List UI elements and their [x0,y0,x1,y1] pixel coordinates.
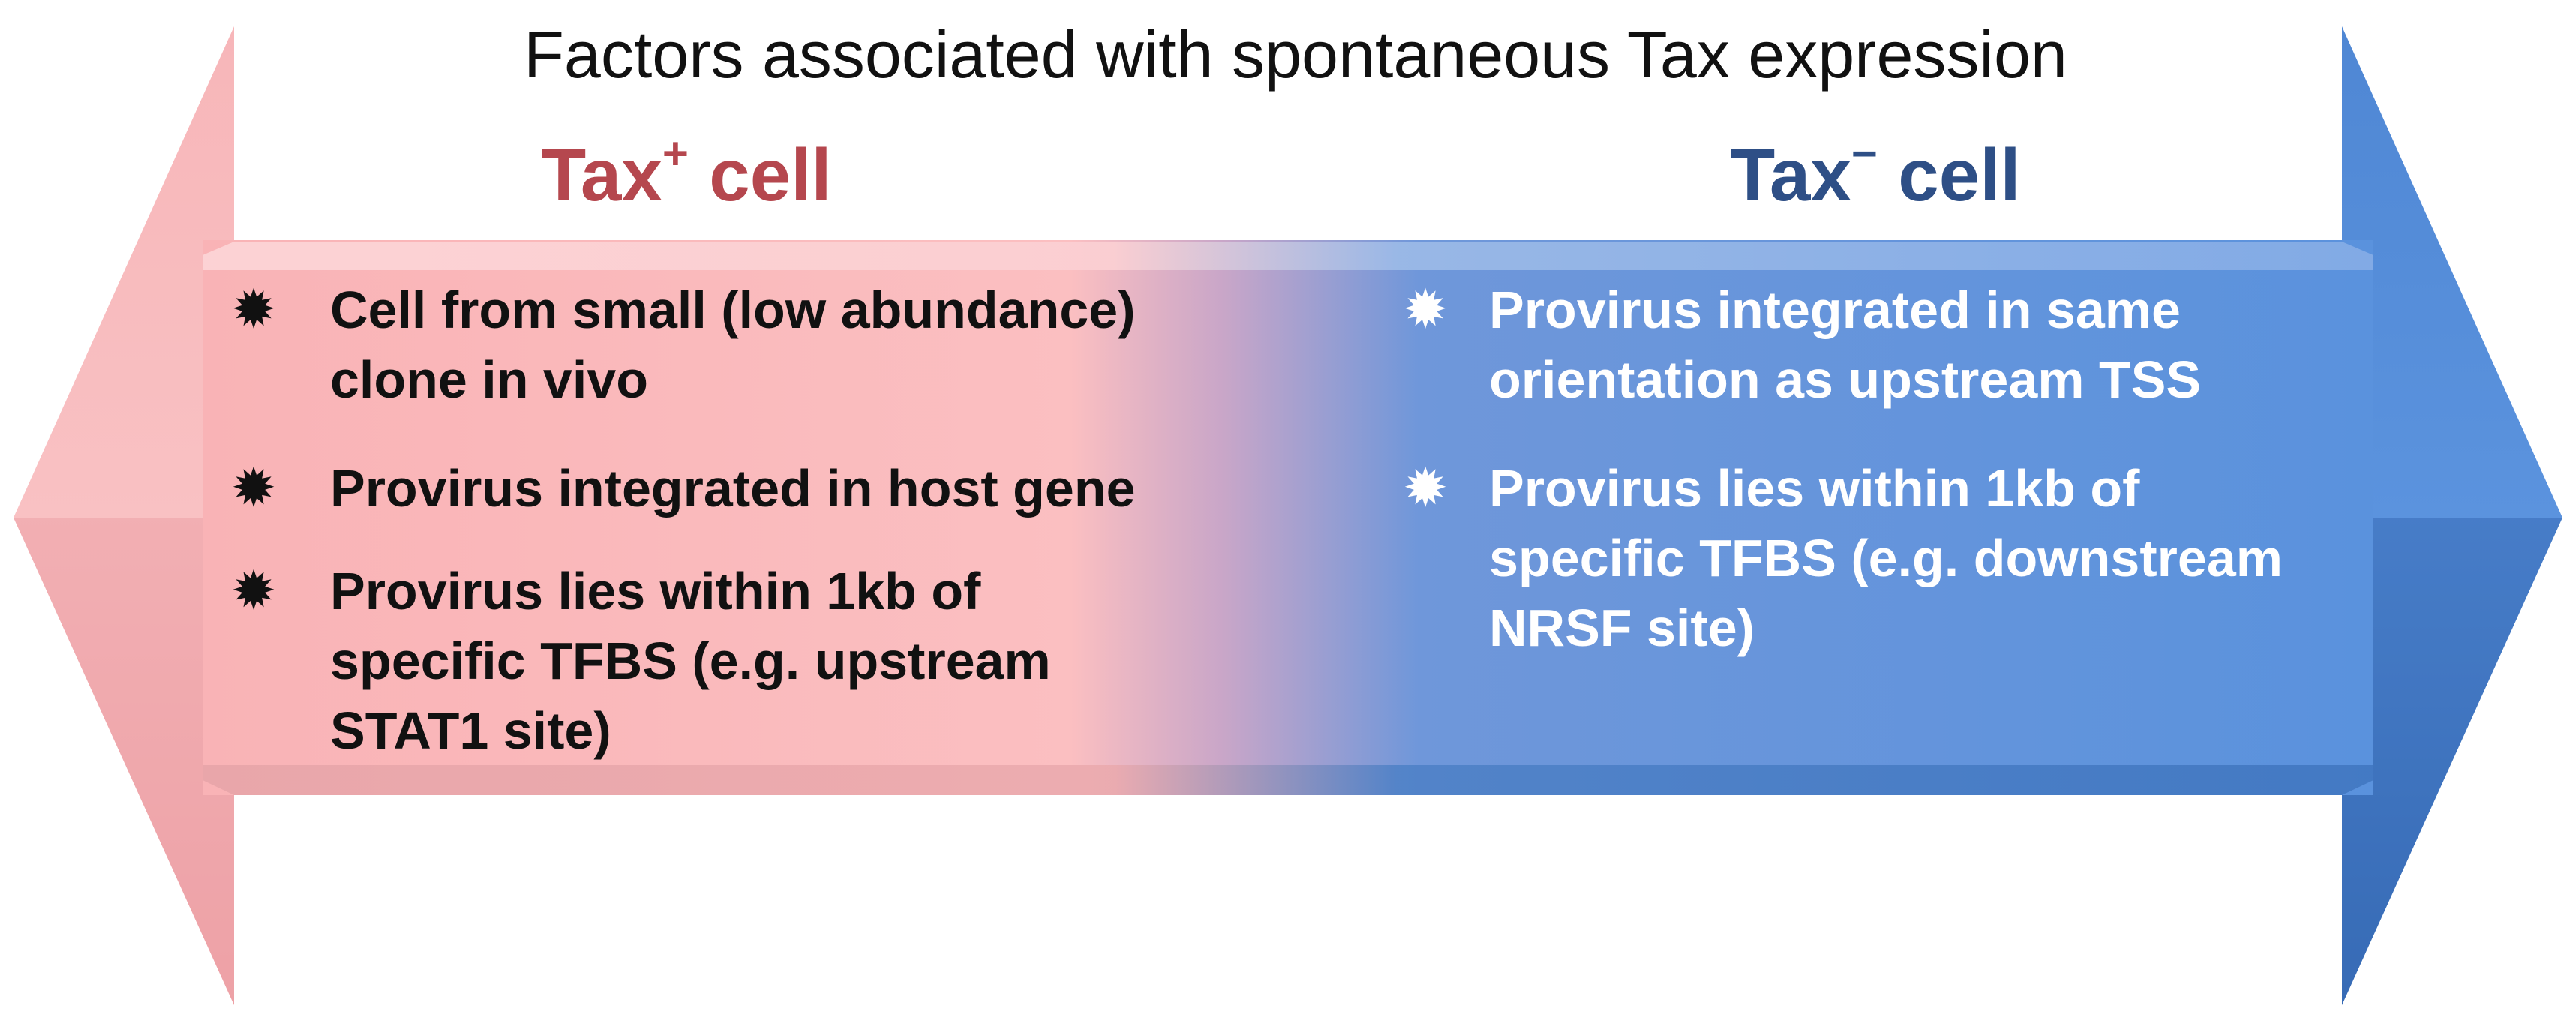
factor-text-line: Provirus integrated in same [1489,281,2181,339]
right-arrow-head-shade [2342,518,2562,1005]
factor-text-line: STAT1 site) [330,701,611,760]
star-bullet-icon: ✹ [1403,278,1448,341]
arrow-body-top-bevel [203,242,2373,270]
factor-text-line: Provirus integrated in host gene [330,459,1136,518]
factor-item: ✹ Provirus lies within 1kb of specific TFB… [1403,456,2283,657]
tax-positive-heading: Tax+ cell [541,128,831,216]
tax-negative-heading: Tax− cell [1730,128,2020,216]
factor-item: ✹ Provirus lies within 1kb of specific TFB… [231,559,1051,760]
star-bullet-icon: ✹ [231,278,276,341]
factor-item: ✹ Cell from small (low abundance) clone in… [231,278,1136,409]
factor-text-line: clone in vivo [330,350,648,409]
tax-positive-factor-list: ✹ Cell from small (low abundance) clone in… [231,278,1136,760]
factor-text-line: Cell from small (low abundance) [330,281,1136,339]
right-arrow-head [2342,26,2562,1005]
factor-text-line: orientation as upstream TSS [1489,350,2201,409]
factor-item: ✹ Provirus integrated in host gene [231,456,1136,519]
left-arrow-head [14,26,234,1005]
star-bullet-icon: ✹ [231,559,276,622]
factor-text-line: Provirus lies within 1kb of [330,562,981,620]
arrow-body [203,240,2373,795]
left-arrow-head-shade [14,518,234,1005]
star-bullet-icon: ✹ [231,456,276,519]
factor-text-line: specific TFBS (e.g. upstream [330,632,1051,690]
factor-text-line: NRSF site) [1489,599,1755,657]
arrow-body-bottom-bevel [203,765,2373,795]
diagram-title: Factors associated with spontaneous Tax … [524,17,2067,92]
tax-negative-factor-list: ✹ Provirus integrated in same orientation … [1403,278,2283,657]
factor-text-line: specific TFBS (e.g. downstream [1489,529,2283,587]
star-bullet-icon: ✹ [1403,456,1448,519]
factor-item: ✹ Provirus integrated in same orientation … [1403,278,2201,409]
factor-text-line: Provirus lies within 1kb of [1489,459,2140,518]
